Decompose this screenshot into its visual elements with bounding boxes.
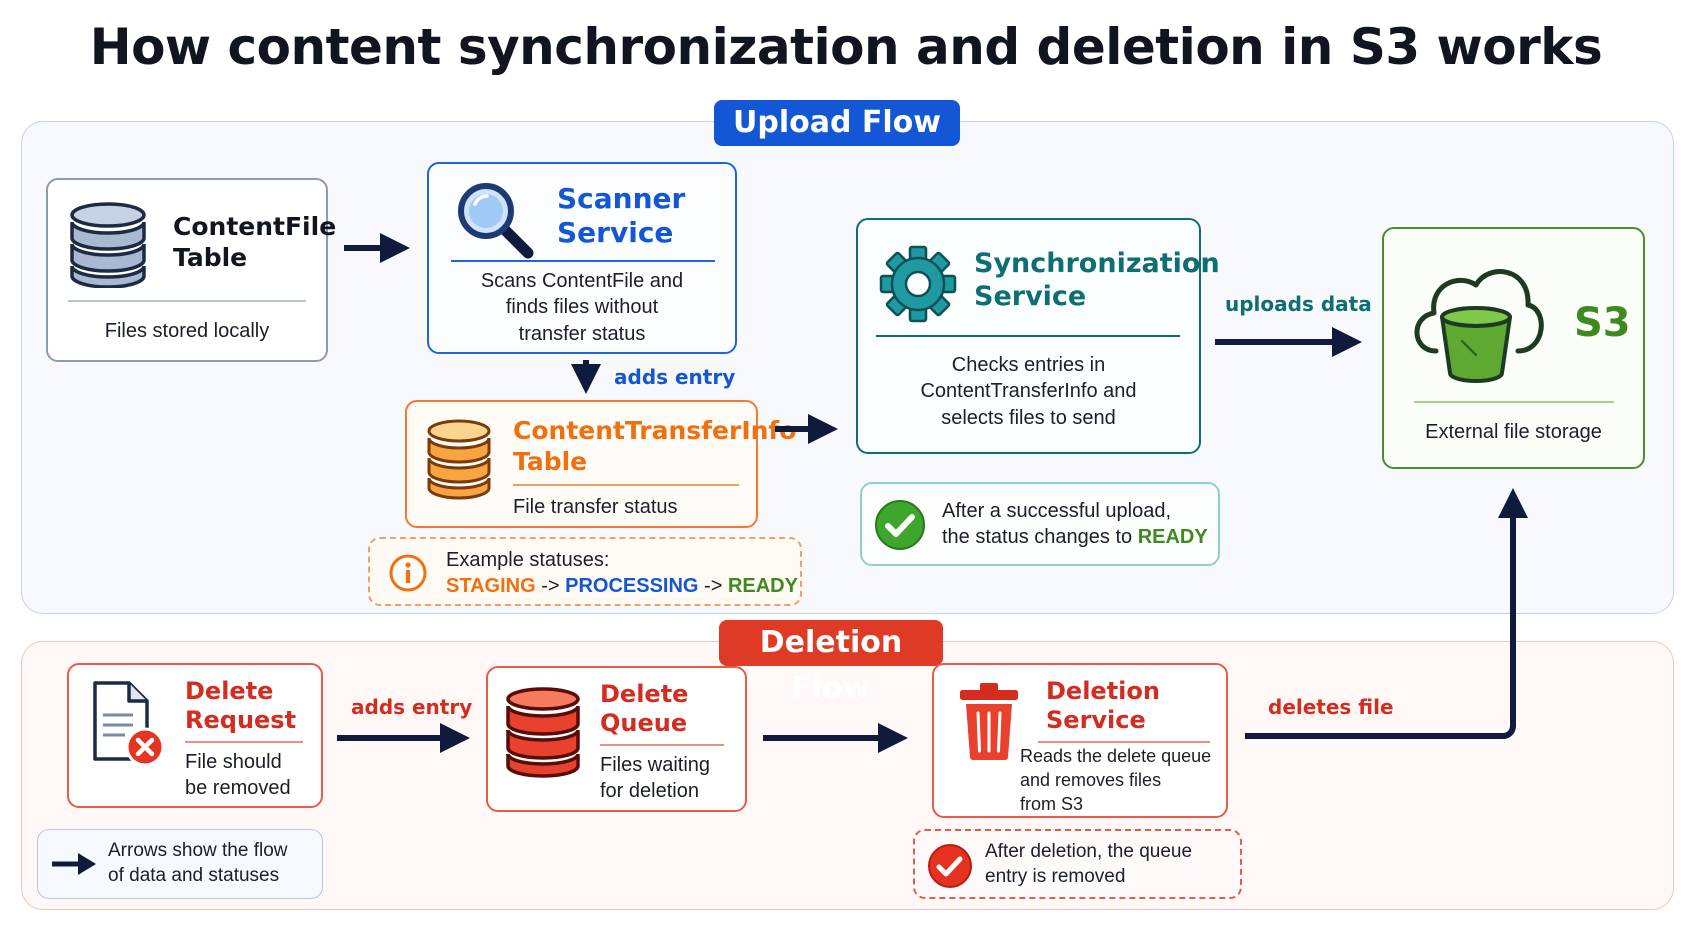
- scanner-service-card: Scanner Service Scans ContentFile and fi…: [427, 162, 737, 354]
- upload-flow-label: Upload Flow: [714, 100, 960, 146]
- arrow-deletion-service-to-s3: [1245, 488, 1528, 739]
- deletion-service-description: Reads the delete queue and removes files…: [1020, 746, 1212, 814]
- delete-queue-description: Files waiting for deletion: [600, 754, 711, 803]
- removed-note-text: After deletion, the queue entry is remov…: [985, 841, 1193, 888]
- transfer-info-title: ContentTransferInfo Table: [513, 416, 797, 476]
- content-file-description: Files stored locally: [104, 320, 270, 342]
- sync-title: Synchronization Service: [974, 248, 1220, 312]
- delete-queue-card: Delete Queue Files waiting for deletion: [486, 666, 747, 812]
- deletes-file-label: deletes file: [1268, 695, 1394, 719]
- page-title: How content synchronization and deletion…: [89, 18, 1603, 76]
- deletion-removed-note: After deletion, the queue entry is remov…: [913, 829, 1242, 899]
- divider: [68, 300, 306, 302]
- upload-success-note: After a successful upload, the status ch…: [860, 482, 1220, 566]
- transfer-info-description: File transfer status: [513, 496, 678, 518]
- content-transfer-info-card: ContentTransferInfo Table File transfer …: [405, 400, 796, 528]
- gear-icon: [879, 245, 957, 323]
- scanner-description: Scans ContentFile and finds files withou…: [480, 270, 684, 345]
- content-file-table-card: ContentFile Table Files stored locally: [46, 178, 336, 362]
- database-icon: [506, 687, 580, 778]
- divider: [513, 484, 739, 486]
- status-separator: ->: [704, 575, 723, 597]
- statuses-sequence: STAGING -> PROCESSING -> READY: [446, 573, 798, 599]
- s3-description: External file storage: [1425, 421, 1602, 443]
- statuses-heading: Example statuses:: [446, 549, 610, 571]
- divider: [876, 335, 1180, 337]
- cloud-bucket-icon: [1414, 269, 1544, 383]
- divider: [1414, 401, 1614, 403]
- s3-storage-card: S3 External file storage: [1382, 227, 1645, 469]
- delete-queue-title: Delete Queue: [600, 680, 689, 738]
- divider: [185, 741, 303, 743]
- divider: [1038, 741, 1210, 743]
- check-icon: [875, 500, 925, 550]
- adds-entry-label: adds entry: [614, 365, 736, 389]
- content-file-title: ContentFile Table: [173, 212, 337, 272]
- status-ready: READY: [727, 575, 798, 597]
- s3-title: S3: [1574, 300, 1631, 346]
- sync-description: Checks entries in ContentTransferInfo an…: [920, 354, 1137, 429]
- synchronization-service-card: Synchronization Service Checks entries i…: [856, 218, 1220, 454]
- divider: [600, 744, 724, 746]
- info-icon: [389, 554, 427, 592]
- status-ready: READY: [1137, 526, 1208, 549]
- adds-entry-label: adds entry: [351, 695, 473, 719]
- check-icon: [928, 844, 972, 888]
- status-separator: ->: [541, 575, 560, 597]
- delete-request-description: File should be removed: [185, 751, 291, 800]
- trash-icon: [960, 683, 1018, 760]
- status-staging: STAGING: [446, 575, 536, 597]
- example-statuses-note: Example statuses: STAGING -> PROCESSING …: [368, 537, 802, 606]
- document-delete-icon: [93, 681, 165, 767]
- deletion-service-title: Deletion Service: [1046, 677, 1160, 735]
- deletion-service-card: Deletion Service Reads the delete queue …: [932, 663, 1228, 818]
- delete-request-title: Delete Request: [185, 677, 297, 735]
- arrows-legend: Arrows show the flow of data and statuse…: [37, 829, 323, 899]
- delete-request-card: Delete Request File should be removed: [67, 663, 323, 808]
- divider: [451, 260, 715, 262]
- status-processing: PROCESSING: [565, 575, 699, 597]
- deletion-flow-label: Deletion Flow: [719, 620, 943, 706]
- success-note-text: After a successful upload, the status ch…: [942, 500, 1208, 549]
- database-icon: [70, 202, 146, 288]
- database-icon: [427, 419, 491, 500]
- legend-text: Arrows show the flow of data and statuse…: [108, 840, 288, 887]
- uploads-data-label: uploads data: [1225, 292, 1372, 316]
- arrow-icon: [52, 853, 96, 875]
- magnifier-icon: [458, 183, 534, 259]
- scanner-title: Scanner Service: [557, 182, 686, 250]
